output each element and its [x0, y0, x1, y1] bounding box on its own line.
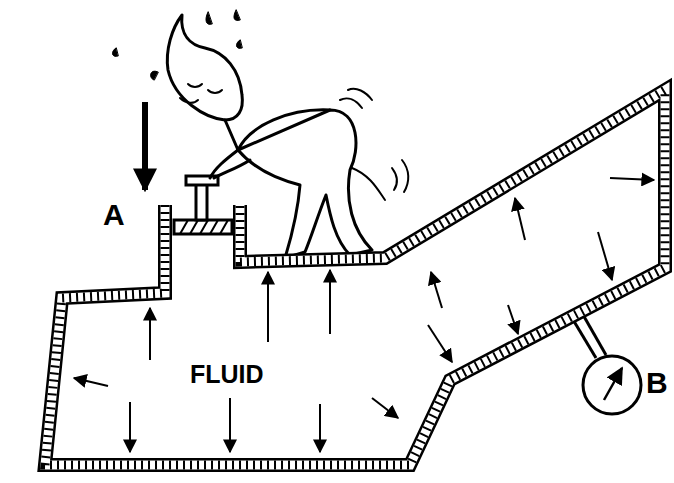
piston: [174, 176, 232, 234]
push-arrow: [142, 102, 148, 190]
pressure-gauge: [572, 313, 641, 414]
fluid-label: FLUID: [190, 360, 264, 389]
vessel-wall: [45, 90, 665, 465]
vessel-wall: [45, 90, 665, 465]
point-label: B: [646, 366, 668, 400]
point-label: A: [103, 198, 125, 232]
vessel-wall: [45, 90, 665, 465]
cartoon-person: [112, 10, 408, 258]
